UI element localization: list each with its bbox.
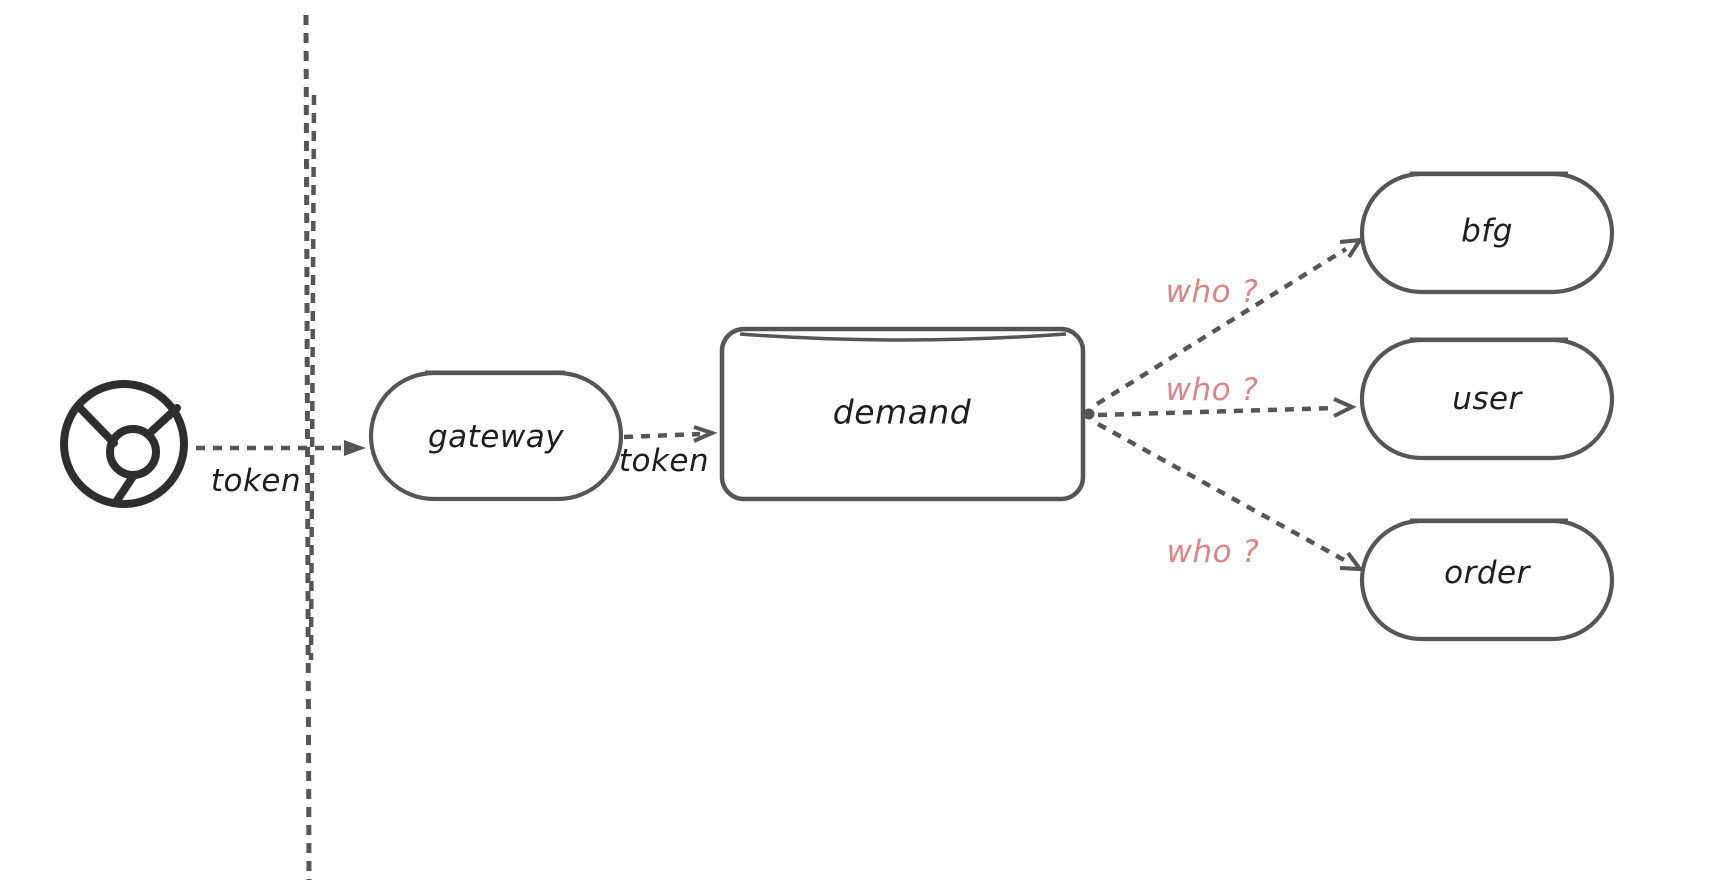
user-node-shape bbox=[1359, 337, 1615, 461]
demand-node-shape bbox=[719, 326, 1086, 502]
edge-demand-to-user bbox=[1097, 397, 1357, 418]
trust-boundary-dashed-line bbox=[303, 14, 317, 880]
fanout-origin-dot bbox=[1083, 408, 1095, 420]
order-node-shape bbox=[1359, 518, 1615, 642]
edge-label-token-gateway-demand: token bbox=[618, 443, 710, 479]
demand-node-label: demand bbox=[832, 392, 972, 432]
order-node-label: order bbox=[1444, 555, 1530, 591]
arrowhead-icon bbox=[1333, 397, 1357, 418]
edge-gateway-to-demand bbox=[623, 425, 718, 443]
edge-demand-to-bfg bbox=[1095, 237, 1364, 406]
user-node-label: user bbox=[1452, 381, 1522, 417]
edge-label-who-demand-order: who ? bbox=[1166, 534, 1260, 570]
chrome-browser-icon bbox=[60, 380, 188, 508]
edge-label-who-demand-user: who ? bbox=[1165, 372, 1259, 408]
gateway-node-label: gateway bbox=[427, 419, 565, 455]
arrowhead-icon bbox=[1339, 237, 1364, 259]
edge-label-token-browser-gateway: token bbox=[210, 463, 302, 499]
bfg-node-label: bfg bbox=[1461, 213, 1513, 249]
edge-label-who-demand-bfg: who ? bbox=[1165, 274, 1259, 310]
edge-browser-to-gateway bbox=[196, 440, 366, 456]
gateway-node-shape bbox=[368, 370, 624, 502]
arrowhead-icon bbox=[693, 425, 718, 443]
arrowhead-icon bbox=[1339, 551, 1365, 572]
bfg-node-shape bbox=[1359, 171, 1615, 295]
arrowhead-icon bbox=[344, 440, 366, 456]
edge-demand-to-order bbox=[1096, 422, 1365, 572]
